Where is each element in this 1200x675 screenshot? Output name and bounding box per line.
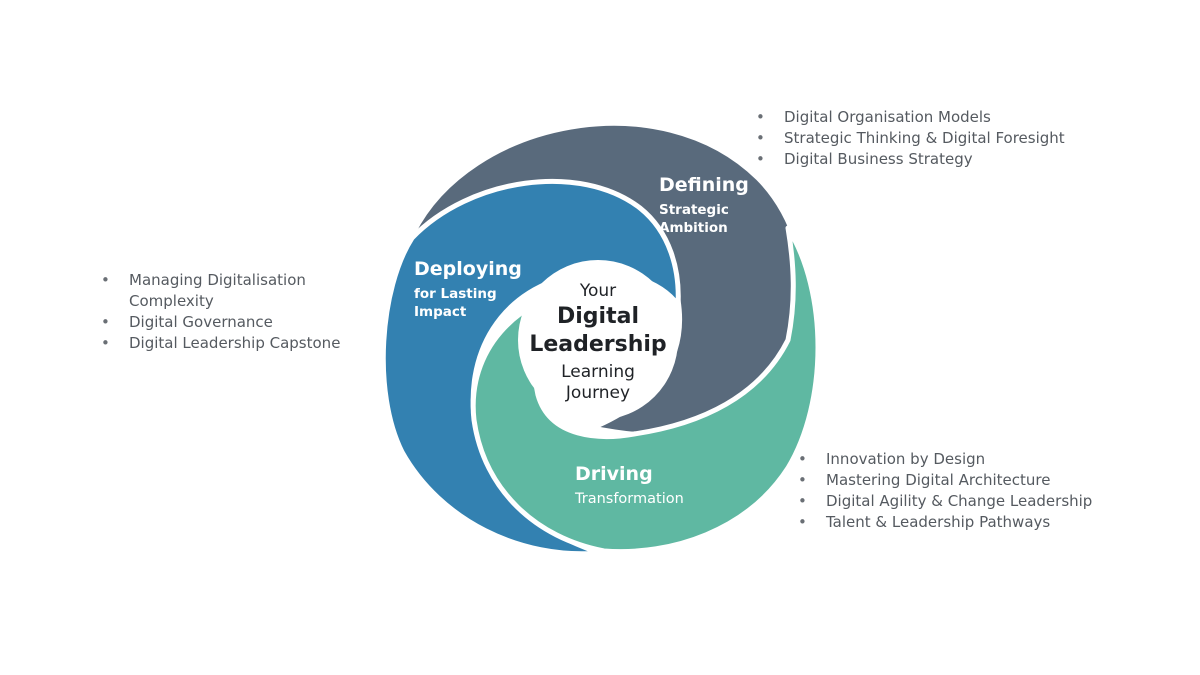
driving-topics-list: Innovation by DesignMastering Digital Ar… [798, 449, 1188, 533]
deploying-sub2: Impact [414, 304, 467, 320]
deploying-topic-item: Managing Digitalisation Complexity [101, 270, 391, 312]
defining-sub2: Ambition [659, 220, 728, 236]
deploying-sub1: for Lasting [414, 286, 497, 302]
center-line-learning: Learning [561, 362, 635, 382]
driving-title: Driving [575, 463, 653, 485]
center-line-journey: Journey [565, 383, 630, 403]
defining-topic-item: Digital Business Strategy [756, 149, 1186, 170]
center-line-digital: Digital [557, 304, 639, 329]
deploying-topic-item: Digital Leadership Capstone [101, 333, 391, 354]
driving-topic-item: Innovation by Design [798, 449, 1188, 470]
defining-title: Defining [659, 174, 749, 196]
deploying-topics-list: Managing Digitalisation ComplexityDigita… [101, 270, 391, 354]
driving-topic-item: Mastering Digital Architecture [798, 470, 1188, 491]
deploying-topic-item: Digital Governance [101, 312, 391, 333]
defining-topic-item: Digital Organisation Models [756, 107, 1186, 128]
deploying-title: Deploying [414, 258, 522, 280]
driving-topic-item: Talent & Leadership Pathways [798, 512, 1188, 533]
center-line-your: Your [579, 281, 616, 301]
center-line-leadership: Leadership [529, 332, 666, 357]
center-circle [518, 260, 678, 420]
defining-sub1: Strategic [659, 202, 729, 218]
defining-topic-item: Strategic Thinking & Digital Foresight [756, 128, 1186, 149]
driving-topic-item: Digital Agility & Change Leadership [798, 491, 1188, 512]
defining-topics-list: Digital Organisation ModelsStrategic Thi… [756, 107, 1186, 170]
driving-sub1: Transformation [574, 491, 684, 507]
